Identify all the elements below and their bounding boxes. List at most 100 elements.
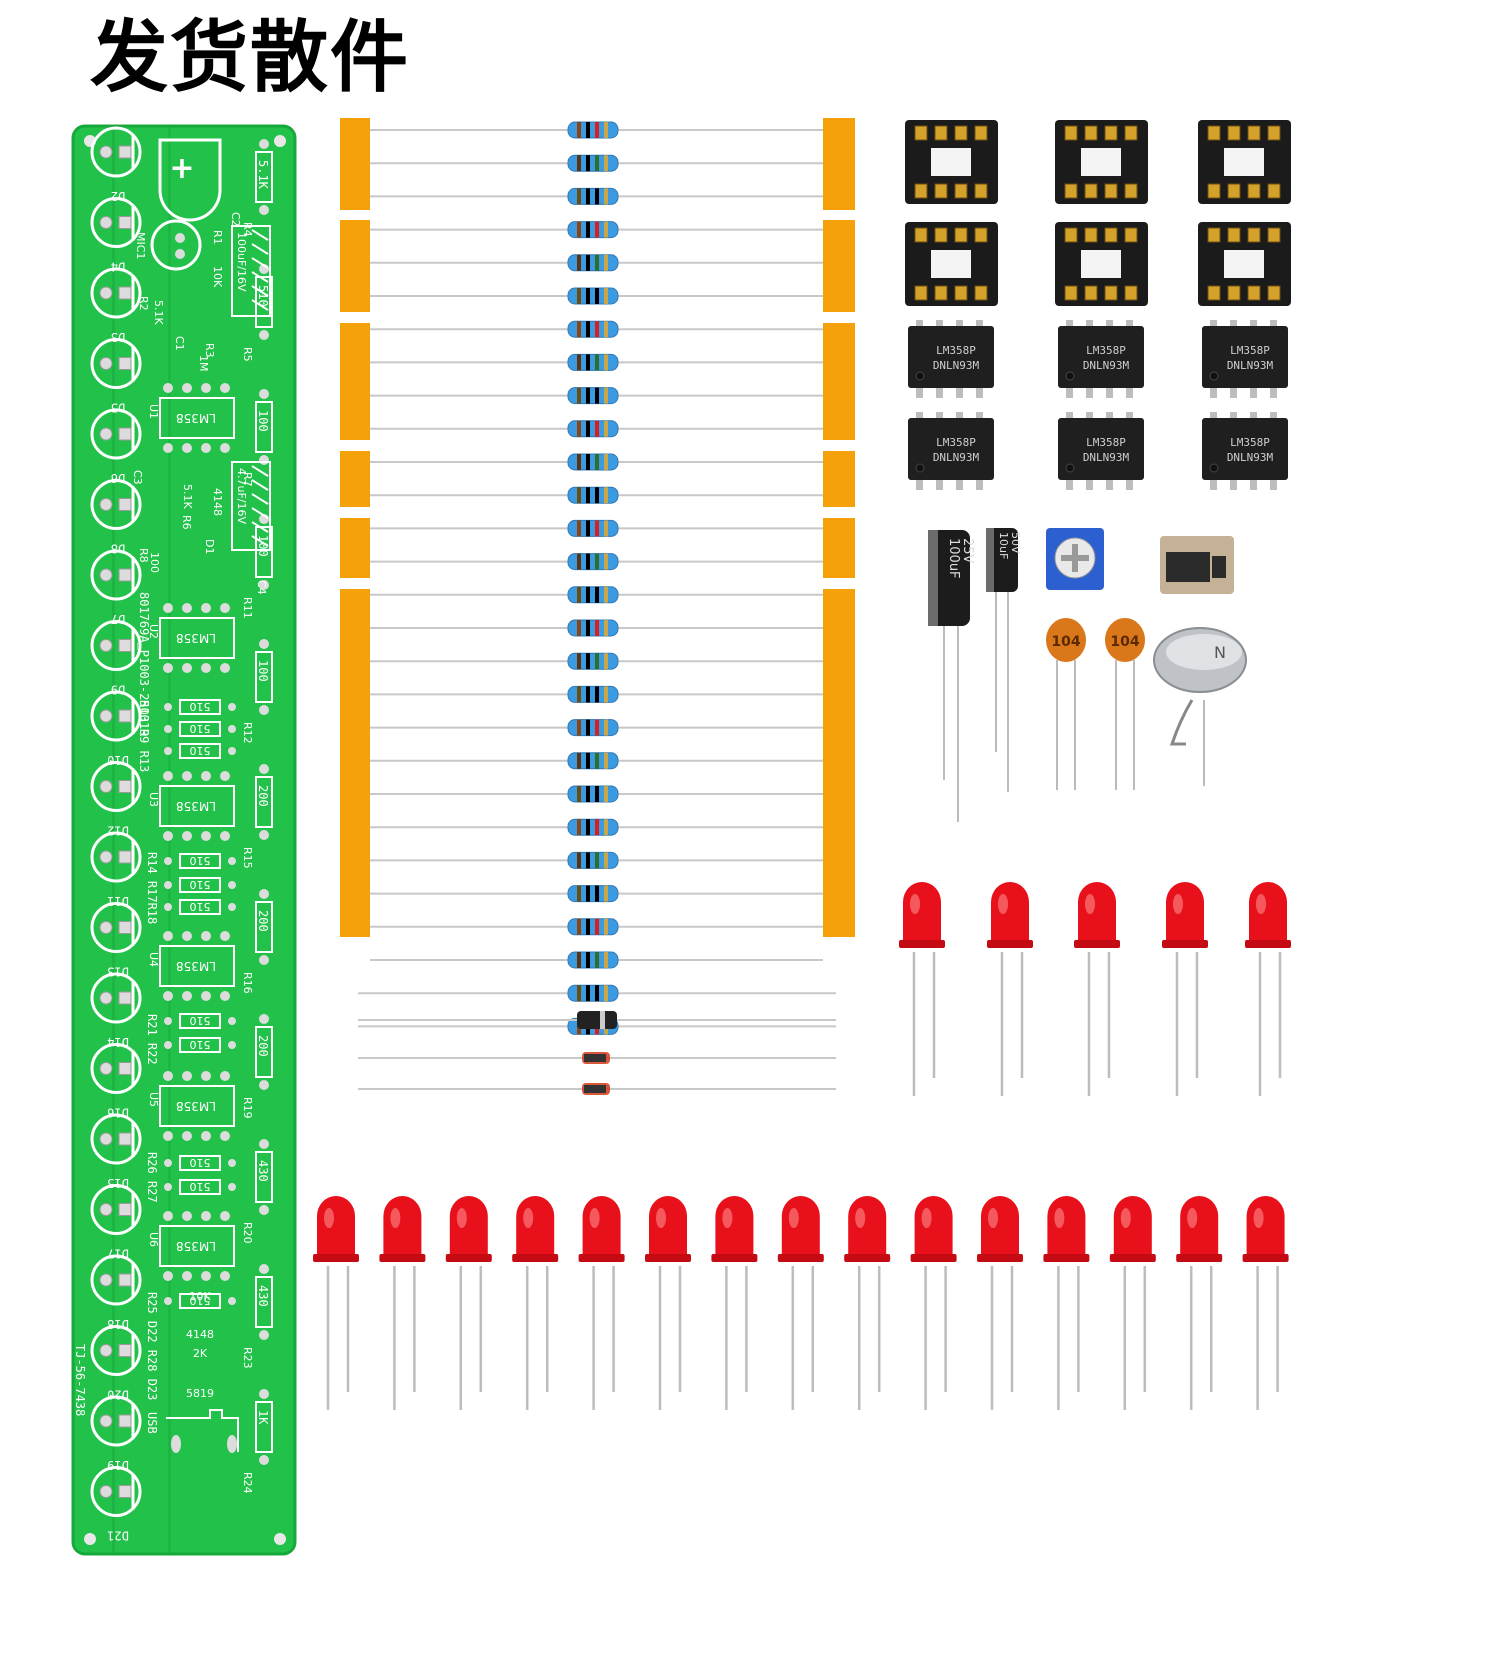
led-highlight bbox=[324, 1208, 334, 1228]
tape-strip-left bbox=[340, 451, 370, 507]
pcb-pad bbox=[164, 703, 172, 711]
res-outline bbox=[179, 1037, 221, 1053]
pcb-pad bbox=[228, 1159, 236, 1167]
led-dome bbox=[1249, 882, 1287, 944]
socket-pin bbox=[1124, 183, 1138, 199]
led-highlight bbox=[1054, 1208, 1065, 1228]
chip-text-2: DNLN93M bbox=[1083, 359, 1130, 372]
socket-pin bbox=[1104, 227, 1118, 243]
chip-text-1: LM358P bbox=[1230, 344, 1270, 357]
resistor-band bbox=[604, 686, 608, 703]
pcb-pad bbox=[228, 903, 236, 911]
led-flange bbox=[578, 1254, 625, 1262]
resistor-band bbox=[577, 918, 581, 935]
led-outline bbox=[90, 1395, 142, 1447]
pcb-silk-text: R2 bbox=[137, 296, 150, 311]
pcb-pad bbox=[201, 1071, 211, 1081]
red-led bbox=[313, 1196, 359, 1410]
resistor-band bbox=[586, 122, 590, 138]
pcb-pad bbox=[259, 1014, 269, 1024]
resistor-band bbox=[595, 487, 599, 504]
pcb-silk-text: 801769A_P1003-250319 bbox=[137, 592, 151, 737]
socket-pin bbox=[974, 227, 988, 243]
chip-pin bbox=[1210, 478, 1217, 490]
led-dome bbox=[715, 1196, 754, 1258]
cap-text: 100uF bbox=[946, 538, 961, 579]
tape-strip-left bbox=[340, 518, 370, 578]
chip-pin bbox=[1106, 478, 1113, 490]
resistor-band bbox=[577, 288, 581, 304]
res-outline bbox=[179, 1179, 221, 1195]
pcb-pad bbox=[164, 747, 172, 755]
resistor-band bbox=[604, 288, 608, 304]
led-dome bbox=[1180, 1196, 1219, 1258]
chip-pin bbox=[1086, 320, 1093, 330]
resistor bbox=[370, 685, 823, 703]
chip-pin bbox=[956, 386, 963, 398]
pcb-pad bbox=[259, 205, 269, 215]
led-outline bbox=[90, 479, 142, 530]
led-outline bbox=[90, 1254, 142, 1306]
cap-hatch bbox=[251, 285, 269, 297]
socket-window bbox=[1081, 148, 1121, 176]
led-dome bbox=[1166, 882, 1204, 944]
led-flange bbox=[1162, 940, 1208, 948]
resistor-band bbox=[586, 454, 590, 470]
pcb-resistor-small: 510 bbox=[164, 1037, 236, 1053]
resistor-body bbox=[567, 785, 619, 803]
led-pad-square bbox=[118, 991, 132, 1005]
resistor bbox=[370, 287, 823, 305]
resistor-band bbox=[577, 686, 581, 703]
led-pad bbox=[99, 1273, 113, 1287]
resistor-band bbox=[604, 487, 608, 504]
socket-pin bbox=[1247, 183, 1261, 199]
pcb-electrolytic-outline: 4.7uF/16V bbox=[231, 461, 271, 551]
ic-socket bbox=[1198, 222, 1291, 306]
ic-label: LM358 bbox=[176, 959, 216, 973]
socket-pin bbox=[1207, 285, 1221, 301]
ceramic-text: 104 bbox=[1110, 634, 1139, 650]
red-led bbox=[445, 1196, 492, 1410]
resistor-band bbox=[604, 653, 608, 670]
socket-pin bbox=[1084, 227, 1098, 243]
resistor-band bbox=[595, 387, 599, 404]
led-outline bbox=[90, 620, 142, 671]
resistor bbox=[358, 984, 836, 1002]
pcb-silk-text: R14 R17R18 bbox=[145, 852, 159, 924]
socket-pin bbox=[1064, 227, 1078, 243]
resistor bbox=[370, 951, 823, 969]
chip-text-2: DNLN93M bbox=[1083, 451, 1130, 464]
led-dome bbox=[649, 1196, 687, 1258]
led-flange bbox=[777, 1254, 824, 1262]
resistor-body bbox=[567, 719, 619, 737]
chip-pin bbox=[936, 412, 943, 422]
led-flange bbox=[1242, 1254, 1289, 1262]
resistor-band bbox=[586, 719, 590, 736]
socket-pin bbox=[954, 125, 968, 141]
resistor-band bbox=[577, 985, 581, 1002]
ic-outline bbox=[159, 945, 235, 987]
led-outline bbox=[90, 1466, 142, 1517]
led-pad bbox=[99, 357, 113, 370]
cap-hatch bbox=[251, 479, 269, 491]
led-highlight bbox=[1085, 894, 1095, 914]
chip-pin bbox=[936, 478, 943, 490]
cap-text: 25V bbox=[960, 538, 975, 564]
res-outline bbox=[255, 651, 273, 703]
pcb-silk-text: 10K bbox=[189, 1290, 211, 1303]
chip-text-1: LM358P bbox=[1230, 436, 1270, 449]
pcb-pad bbox=[220, 831, 230, 841]
pcb-pad bbox=[164, 857, 172, 865]
led-pad-square bbox=[118, 1414, 132, 1428]
red-led bbox=[1162, 882, 1208, 1096]
resistor-band bbox=[595, 819, 599, 836]
res-ref: R24 bbox=[241, 1472, 254, 1494]
socket-pin bbox=[1084, 125, 1098, 141]
pcb-pad bbox=[163, 443, 173, 453]
pcb-pad bbox=[164, 1183, 172, 1191]
led-dome bbox=[449, 1196, 488, 1258]
